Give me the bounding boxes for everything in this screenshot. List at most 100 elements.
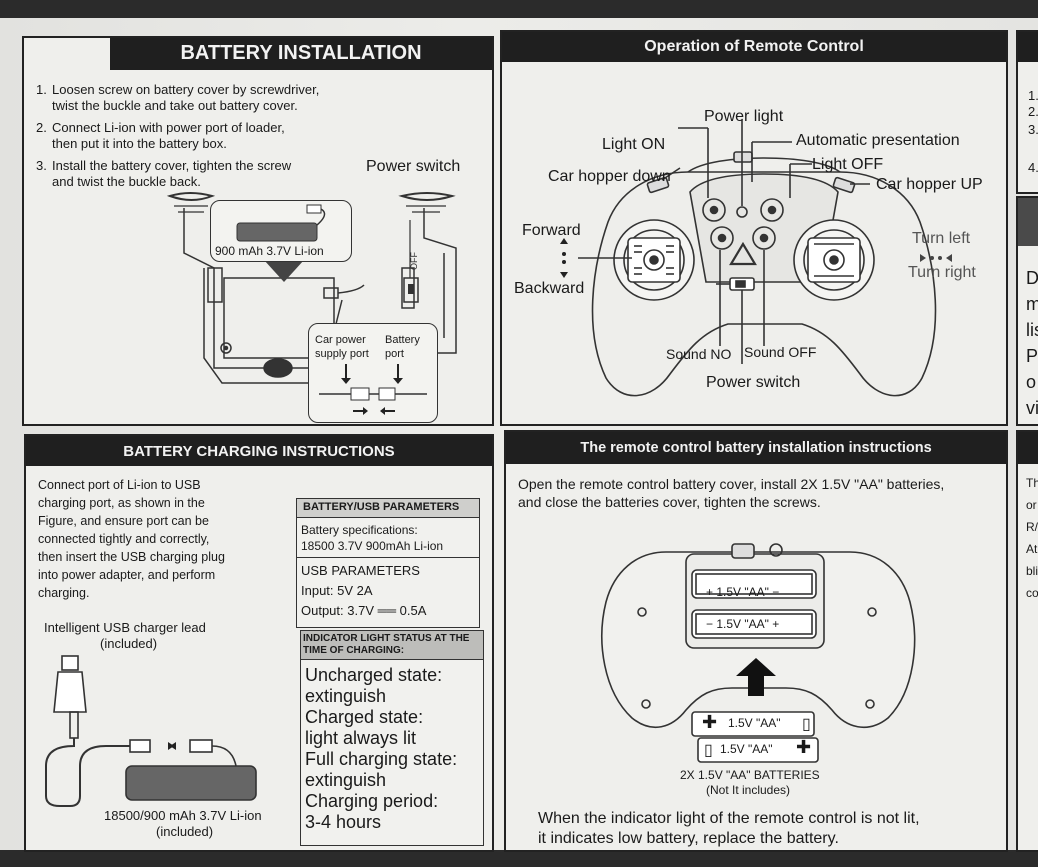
battery-spec-line2: 18500 3.7V 900mAh Li-ion [301,539,444,553]
edge-lower-1: Th [1026,476,1038,490]
step-3-line2: and twist the buckle back. [52,174,201,189]
remote-battery-diagram [601,543,916,763]
usb-charger-diagram [45,655,257,807]
sound-no-label: Sound NO [666,346,732,362]
usb-output: Output: 3.7V ══ 0.5A [301,603,427,618]
step-3-num: 3. [36,158,47,173]
remote-control-diagram [560,120,952,397]
charging-intro-line-6: into power adapter, and perform [38,568,216,582]
battery-installation-panel: BATTERY INSTALLATION 1. Loosen screw on … [22,36,494,426]
indicator-line-6: extinguish [305,770,387,790]
battery-installation-title: BATTERY INSTALLATION [180,42,422,64]
backward-label: Backward [514,280,585,297]
edge-num-1: 1. [1028,88,1038,103]
indicator-line-8: 3-4 hours [305,812,382,832]
cell-top: + 1.5V "AA" − [706,585,780,599]
edge-letter-3: lis [1026,320,1038,340]
indicator-title-line2: TIME OF CHARGING: [303,645,405,656]
instruction-sheet: BATTERY INSTALLATION 1. Loosen screw on … [0,18,1038,852]
edge-letter-4: P [1026,346,1038,366]
battery-installation-header: BATTERY INSTALLATION [110,38,492,70]
plus-icon: ✚ [702,712,718,732]
charging-intro-line-5: then insert the USB charging plug [38,550,225,564]
turn-left-label: Turn left [912,230,971,247]
edge-panel-mid: D m lis P o vi [1016,196,1038,426]
minus-icon-2: ▯ [704,742,713,759]
car-power-port-line1: Car power [315,334,366,346]
edge-letter-2: m [1026,294,1038,315]
forward-label: Forward [522,222,581,239]
battery-port-line1: Battery [385,334,420,346]
off-label: OFF [409,252,419,270]
car-power-port-line2: supply port [315,348,369,360]
edge-letter-1: D [1026,268,1038,288]
step-1-line2: twist the buckle and take out battery co… [52,98,298,113]
low-battery-warning-line2: it indicates low battery, replace the ba… [538,830,839,847]
battery-spec-line1: Battery specifications: [301,523,418,537]
charging-intro-line-2: charging port, as shown in the [38,496,205,510]
battery-port-line2: port [385,348,404,360]
step-2-num: 2. [36,120,47,135]
loose-battery-bottom: 1.5V "AA" [720,742,773,756]
usb-lead-line1: Intelligent USB charger lead [44,620,206,635]
battery-charging-title: BATTERY CHARGING INSTRUCTIONS [123,443,395,460]
light-off-label: Light OFF [812,156,884,173]
sound-off-label: Sound OFF [744,344,817,360]
remote-operation-title: Operation of Remote Control [644,38,864,55]
edge-panel-top: 1. 2. 3. 4. [1016,30,1038,194]
indicator-line-7: Charging period: [305,791,439,811]
battery-charging-header: BATTERY CHARGING INSTRUCTIONS [26,436,492,466]
remote-operation-header: Operation of Remote Control [502,32,1006,62]
edge-num-2: 2. [1028,104,1038,119]
cell-bottom: − 1.5V "AA" + [706,617,780,631]
edge-lower-5: bli [1026,564,1038,578]
step-1-num: 1. [36,82,47,97]
car-hopper-up-label: Car hopper UP [876,176,983,193]
remote-battery-title: The remote control battery installation … [580,440,932,456]
indicator-line-4: light always lit [305,728,417,748]
battery-charging-panel: BATTERY CHARGING INSTRUCTIONS Connect po… [24,434,494,852]
batteries-caption-line1: 2X 1.5V "AA" BATTERIES [680,768,820,782]
battery-line1: 18500/900 mAh 3.7V Li-ion [104,808,262,823]
automatic-presentation-label: Automatic presentation [796,132,960,149]
remote-power-switch-label: Power switch [706,374,801,391]
plus-icon-2: ✚ [796,737,812,757]
light-on-label: Light ON [602,136,666,153]
indicator-line-2: extinguish [305,686,387,706]
parameters-title: BATTERY/USB PARAMETERS [303,501,460,513]
usb-parameters-title: USB PARAMETERS [301,563,420,578]
battery-label: 900 mAh 3.7V Li-ion [215,244,324,258]
usb-input: Input: 5V 2A [301,583,373,598]
battery-callout: 900 mAh 3.7V Li-ion [210,200,352,262]
edge-lower-4: At [1026,542,1038,556]
ports-callout: Car power supply port Battery port [308,323,438,423]
charging-intro-line-1: Connect port of Li-ion to USB [38,478,201,492]
indicator-line-5: Full charging state: [305,749,458,769]
step-2-line2: then put it into the battery box. [52,136,227,151]
step-3-line1: Install the battery cover, tighten the s… [52,158,292,173]
edge-lower-2: or [1026,498,1037,512]
batteries-caption-line2: (Not It includes) [706,783,791,797]
charging-intro-line-3: Figure, and ensure port can be [38,514,209,528]
usb-lead-line2: (included) [100,636,158,651]
indicator-title-bar: INDICATOR LIGHT STATUS AT THE TIME OF CH… [301,631,483,660]
loose-battery-top: 1.5V "AA" [728,716,781,730]
car-hopper-down-label: Car hopper down [548,168,671,185]
low-battery-warning-line1: When the indicator light of the remote c… [538,810,920,827]
power-switch-label: Power switch [366,158,461,175]
indicator-title-line1: INDICATOR LIGHT STATUS AT THE [303,633,470,644]
charging-intro-line-7: charging. [38,586,90,600]
edge-lower-3: R/ [1026,520,1038,534]
indicator-box: INDICATOR LIGHT STATUS AT THE TIME OF CH… [300,630,484,846]
minus-icon: ▯ [802,716,811,733]
edge-letter-5: o [1026,372,1037,392]
remote-operation-panel: Operation of Remote Control [500,30,1008,426]
indicator-line-1: Uncharged state: [305,665,443,685]
parameters-box: BATTERY/USB PARAMETERS Battery specifica… [296,498,480,628]
edge-lower-6: co [1026,586,1038,600]
power-light-label: Power light [704,108,784,125]
remote-battery-intro-line2: and close the batteries cover, tighten t… [518,494,821,510]
edge-panel-bottom: Th or R/ At bli co [1016,430,1038,852]
edge-num-3: 3. [1028,122,1038,137]
step-2-line1: Connect Li-ion with power port of loader… [52,120,285,135]
